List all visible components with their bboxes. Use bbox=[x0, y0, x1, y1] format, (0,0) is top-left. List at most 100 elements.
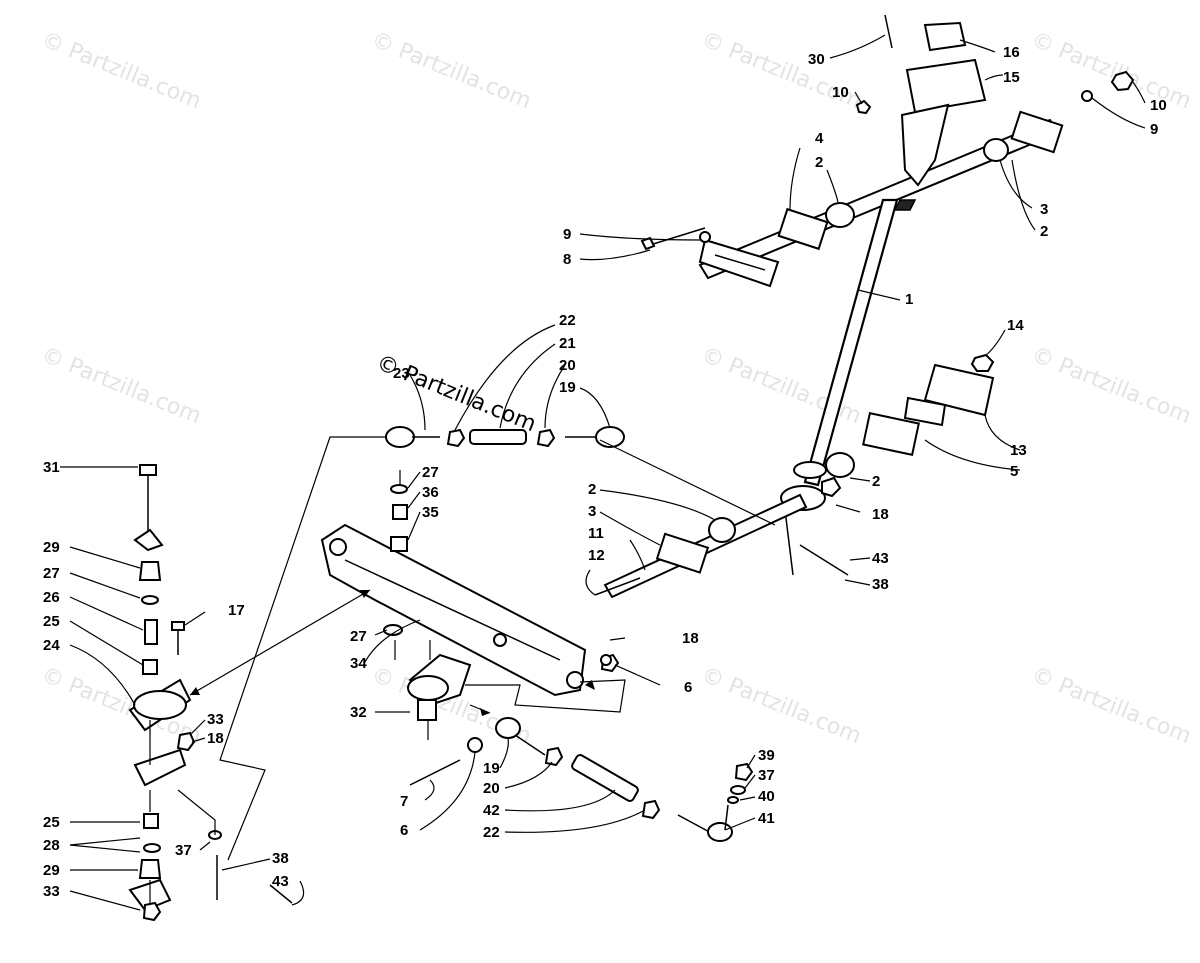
callout-34: 34 bbox=[350, 655, 367, 672]
callout-20: 20 bbox=[483, 780, 500, 797]
bushing-2-lower bbox=[825, 452, 855, 478]
callout-43: 43 bbox=[872, 550, 889, 567]
nut-18 bbox=[821, 476, 842, 498]
cross-member bbox=[320, 470, 587, 697]
washer-9 bbox=[1081, 90, 1093, 102]
steering-post-top bbox=[855, 14, 987, 187]
callout-41: 41 bbox=[758, 810, 775, 827]
watermark: © Partzilla.com bbox=[698, 27, 865, 114]
handlebar-assembly bbox=[698, 70, 1135, 288]
washer-9-left bbox=[699, 231, 711, 243]
callout-15: 15 bbox=[1003, 69, 1020, 86]
callout-5: 5 bbox=[1010, 463, 1018, 480]
callout-9: 9 bbox=[563, 226, 571, 243]
watermark: © Partzilla.com bbox=[1028, 342, 1195, 429]
callout-2: 2 bbox=[872, 473, 880, 490]
washer-6-upper bbox=[600, 654, 612, 666]
callout-42: 42 bbox=[483, 802, 500, 819]
callout-33: 33 bbox=[43, 883, 60, 900]
watermark: © Partzilla.com bbox=[1028, 662, 1195, 749]
bushing-2-right bbox=[983, 138, 1009, 162]
callout-28: 28 bbox=[43, 837, 60, 854]
nut-18-left bbox=[176, 731, 196, 752]
rod-end-23 bbox=[385, 426, 415, 448]
callout-3: 3 bbox=[588, 503, 596, 520]
washer-27 bbox=[390, 484, 408, 494]
callout-29: 29 bbox=[43, 539, 60, 556]
callout-23: 23 bbox=[393, 365, 410, 382]
callout-19: 19 bbox=[559, 379, 576, 396]
bushing-29 bbox=[138, 561, 162, 581]
bolt-8 bbox=[649, 227, 706, 246]
callout-30: 30 bbox=[808, 51, 825, 68]
spacer-36 bbox=[392, 504, 408, 520]
callout-22: 22 bbox=[483, 824, 500, 841]
rod-end-19-lower bbox=[495, 717, 521, 739]
handlebar-grip-plate bbox=[698, 238, 780, 288]
watermark: © Partzilla.com bbox=[1028, 27, 1195, 114]
spindle-arm-32 bbox=[407, 640, 626, 740]
steering-shaft bbox=[780, 198, 917, 511]
callout-19: 19 bbox=[483, 760, 500, 777]
callout-9: 9 bbox=[1150, 121, 1158, 138]
nut-10-top bbox=[855, 99, 872, 115]
lower-clamp-group bbox=[784, 353, 995, 576]
callout-2: 2 bbox=[815, 154, 823, 171]
bolt-12 bbox=[594, 577, 641, 596]
callout-7: 7 bbox=[400, 793, 408, 810]
nut-39 bbox=[734, 762, 754, 782]
clamp-block-4 bbox=[777, 207, 829, 251]
callout-3: 3 bbox=[1040, 201, 1048, 218]
callout-38: 38 bbox=[872, 576, 889, 593]
spacer-25-lower bbox=[143, 813, 159, 829]
tie-rod-lower bbox=[409, 653, 754, 842]
bolt-43-right bbox=[799, 544, 849, 576]
callout-37: 37 bbox=[758, 767, 775, 784]
washer-27-lower bbox=[383, 624, 403, 636]
nut-33 bbox=[142, 901, 162, 922]
callout-21: 21 bbox=[559, 335, 576, 352]
callout-17: 17 bbox=[228, 602, 245, 619]
callout-16: 16 bbox=[1003, 44, 1020, 61]
callout-labels: 30 16 15 10 10 9 4 2 3 2 9 8 1 14 22 21 … bbox=[43, 44, 1167, 900]
washer-27-left bbox=[141, 595, 159, 605]
callout-10: 10 bbox=[832, 84, 849, 101]
nut-22 bbox=[446, 428, 466, 448]
watermark-center: © Partzilla.com bbox=[373, 350, 540, 437]
assembly-leaders bbox=[189, 589, 595, 716]
callout-29: 29 bbox=[43, 862, 60, 879]
bolt-30 bbox=[884, 14, 893, 49]
lower-bar-pieces bbox=[594, 227, 808, 599]
bushing-29-lower bbox=[138, 859, 162, 879]
plate-13-lower bbox=[903, 396, 947, 427]
callout-11: 11 bbox=[588, 525, 604, 542]
callout-leaders bbox=[60, 34, 1146, 911]
callout-27: 27 bbox=[43, 565, 60, 582]
callout-18: 18 bbox=[682, 630, 699, 647]
watermark: © Partzilla.com bbox=[368, 27, 535, 114]
bolt-7 bbox=[409, 759, 461, 786]
nut-20-lower bbox=[544, 746, 564, 767]
nut-14 bbox=[970, 353, 995, 372]
callout-24: 24 bbox=[43, 637, 60, 654]
washer-6 bbox=[467, 737, 483, 753]
callout-4: 4 bbox=[815, 130, 824, 147]
callout-26: 26 bbox=[43, 589, 60, 606]
callout-8: 8 bbox=[563, 251, 571, 268]
callout-22: 22 bbox=[559, 312, 576, 329]
callout-1: 1 bbox=[905, 291, 913, 308]
bushing-2 bbox=[825, 202, 855, 228]
cap-16 bbox=[923, 21, 967, 52]
callout-32: 32 bbox=[350, 704, 367, 721]
callout-27: 27 bbox=[422, 464, 439, 481]
clamp-5 bbox=[862, 411, 920, 457]
bushing-2-lower-left bbox=[708, 517, 736, 543]
steering-bracket bbox=[900, 103, 950, 187]
callout-33: 33 bbox=[207, 711, 224, 728]
washer-37 bbox=[730, 785, 746, 795]
callout-36: 36 bbox=[422, 484, 439, 501]
washer-31 bbox=[133, 528, 164, 552]
callout-37: 37 bbox=[175, 842, 192, 859]
